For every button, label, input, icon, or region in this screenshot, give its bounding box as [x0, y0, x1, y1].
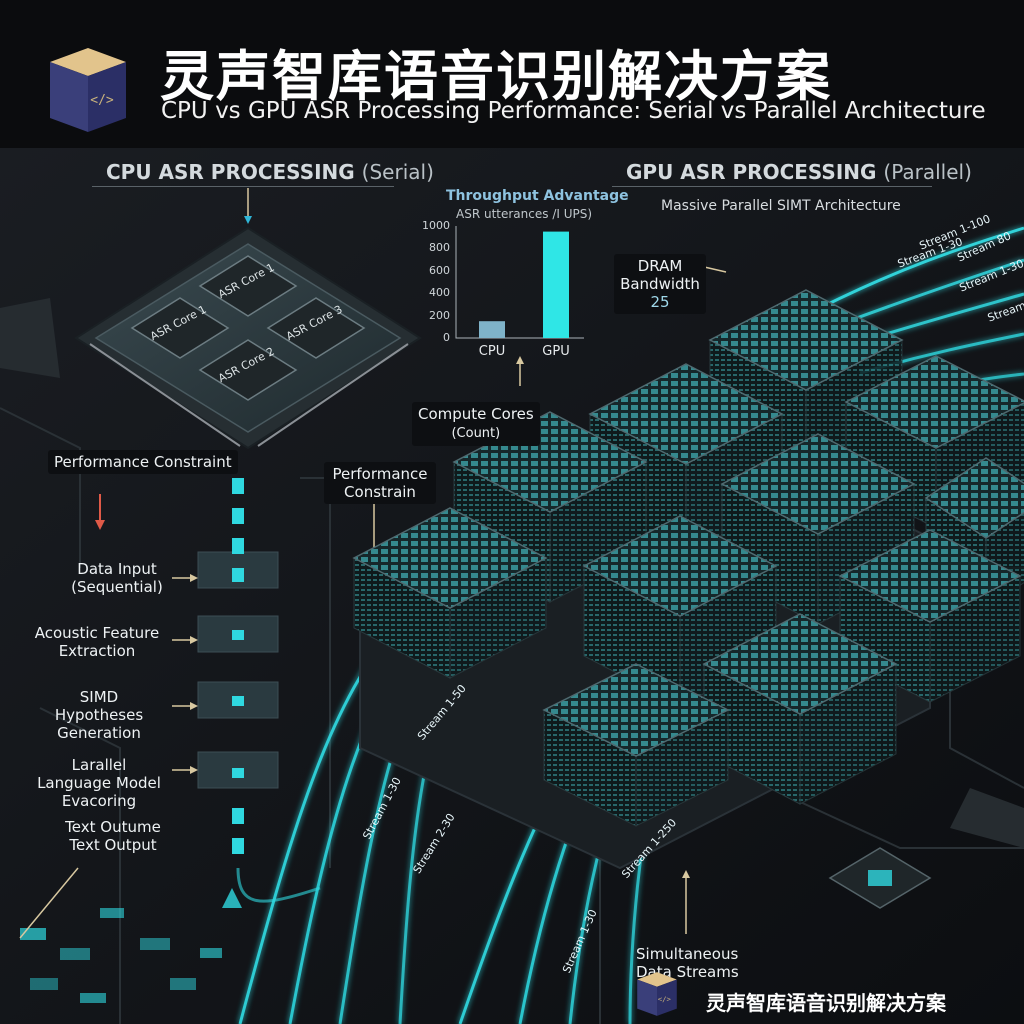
footer-logo-glyph: </>: [658, 994, 672, 1003]
footer-logo-cube-icon: </>: [632, 968, 682, 1018]
gpu-subheading: Massive Parallel SIMT Architecture: [661, 198, 901, 214]
cpu-performance-constraint: Performance Constraint: [48, 450, 238, 474]
cpu-step-label: Text Outume Text Output: [48, 818, 178, 854]
cpu-heading-text: CPU ASR PROCESSING: [106, 160, 355, 184]
gpu-heading-paren: (Parallel): [883, 160, 971, 184]
gpu-heading-rule: [612, 186, 932, 187]
cpu-heading: CPU ASR PROCESSING (Serial): [106, 160, 434, 184]
cpu-step-label: Data Input (Sequential): [52, 560, 182, 596]
gpu-heading: GPU ASR PROCESSING (Parallel): [626, 160, 972, 184]
simultaneous-text: Simultaneous: [636, 945, 738, 963]
cpu-step-label: Larallel Language Model Evacoring: [34, 756, 164, 810]
logo-cube-icon: </>: [40, 40, 136, 136]
gpu-constrain-text: Performance Constrain: [332, 465, 427, 501]
chart-y-tick: 0: [420, 331, 450, 344]
chart-bar-cpu: [479, 321, 505, 338]
logo-glyph: </>: [90, 93, 114, 108]
cpu-step-label: SIMD Hypotheses Generation: [34, 688, 164, 742]
compute-cores-sub: (Count): [451, 426, 500, 441]
throughput-chart: [454, 224, 584, 344]
cpu-heading-rule: [92, 186, 394, 187]
page-subtitle: CPU vs GPU ASR Processing Performance: S…: [161, 98, 986, 124]
dram-label-text: DRAM Bandwidth: [620, 257, 700, 293]
dram-value: 25: [650, 293, 669, 311]
compute-cores-text: Compute Cores: [418, 405, 534, 423]
gpu-heading-text: GPU ASR PROCESSING: [626, 160, 876, 184]
footer-title: 灵声智库语音识别解决方案: [706, 987, 946, 1016]
dram-bandwidth-label: DRAM Bandwidth 25: [614, 254, 706, 314]
cpu-step-label: Acoustic Feature Extraction: [32, 624, 162, 660]
chart-category-label: CPU: [467, 344, 517, 359]
chart-subtitle: ASR utterances /I UPS): [456, 207, 592, 221]
gpu-performance-constrain: Performance Constrain: [324, 462, 436, 504]
chart-y-tick: 400: [420, 286, 450, 299]
compute-cores-label: Compute Cores (Count): [412, 402, 540, 446]
chart-y-tick: 800: [420, 241, 450, 254]
chart-y-tick: 1000: [420, 219, 450, 232]
cpu-constraint-text: Performance Constraint: [54, 453, 232, 471]
chart-category-label: GPU: [531, 344, 581, 359]
chart-title: Throughput Advantage: [446, 188, 629, 204]
chart-y-tick: 600: [420, 264, 450, 277]
chart-y-tick: 200: [420, 309, 450, 322]
chart-bar-gpu: [543, 232, 569, 338]
cpu-heading-paren: (Serial): [362, 160, 434, 184]
